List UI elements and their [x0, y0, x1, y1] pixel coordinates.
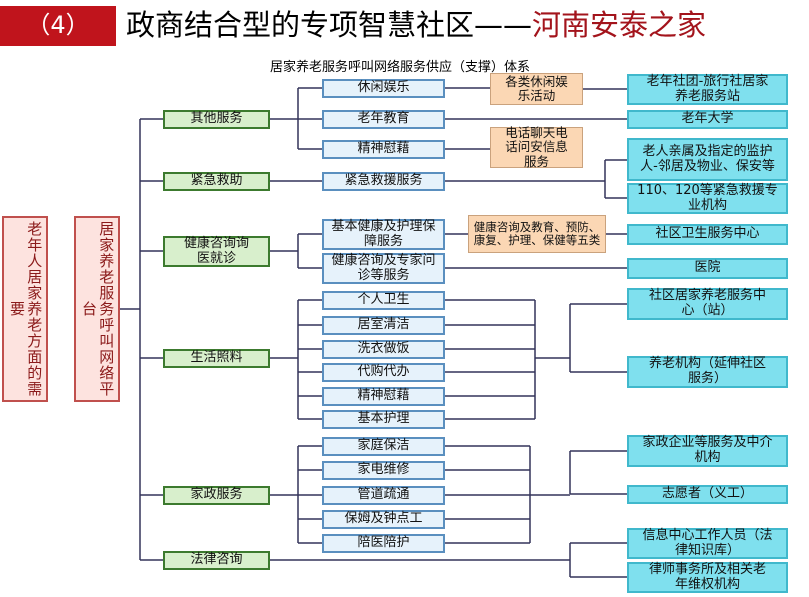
provider-box: 社区居家养老服务中心（站） [627, 288, 788, 320]
provider-box: 110、120等紧急救援专业机构 [627, 183, 788, 214]
category-box: 健康咨询询医就诊 [163, 236, 270, 267]
category-box: 其他服务 [163, 110, 270, 129]
provider-box: 老人亲属及指定的监护人-邻居及物业、保安等 [627, 138, 788, 181]
provider-box: 律师事务所及相关老年维权机构 [627, 562, 788, 593]
service-box: 老年教育 [322, 110, 445, 129]
service-box: 健康咨询及专家问诊等服务 [322, 253, 445, 284]
service-box: 休闲娱乐 [322, 79, 445, 98]
service-box: 精神慰藉 [322, 387, 445, 406]
root-platform-box: 居家养老服务呼叫网络平台 [74, 216, 120, 402]
service-box: 紧急救援服务 [322, 172, 445, 191]
provider-box: 家政企业等服务及中介机构 [627, 435, 788, 467]
service-box: 精神慰藉 [322, 140, 445, 159]
detail-box: 各类休闲娱乐活动 [490, 73, 583, 105]
detail-box: 健康咨询及教育、预防、康复、护理、保健等五类 [468, 215, 606, 253]
provider-box: 老年社团-旅行社居家养老服务站 [627, 74, 788, 105]
section-number-badge: （4） [0, 6, 116, 46]
service-box: 洗衣做饭 [322, 340, 445, 359]
category-box: 生活照料 [163, 349, 270, 368]
service-box: 管道疏通 [322, 486, 445, 505]
detail-box: 电话聊天电话问安信息服务 [490, 125, 583, 168]
category-box: 法律咨询 [163, 551, 270, 570]
category-box: 家政服务 [163, 486, 270, 505]
provider-box: 老年大学 [627, 110, 788, 129]
service-box: 保姆及钟点工 [322, 510, 445, 529]
service-box: 代购代办 [322, 363, 445, 382]
service-box: 基本护理 [322, 410, 445, 429]
page-title: 政商结合型的专项智慧社区——河南安泰之家 [126, 4, 706, 48]
root-need-box: 老年人居家养老方面的需要 [2, 216, 48, 402]
provider-box: 医院 [627, 258, 788, 279]
title-highlight: 河南安泰之家 [532, 8, 707, 43]
title-main: 政商结合型的专项智慧社区—— [126, 8, 533, 43]
provider-box: 志愿者（义工） [627, 485, 788, 504]
provider-box: 社区卫生服务中心 [627, 224, 788, 245]
service-box: 家庭保洁 [322, 437, 445, 456]
service-box: 个人卫生 [322, 291, 445, 310]
diagram-subtitle: 居家养老服务呼叫网络服务供应（支撑）体系 [269, 59, 530, 75]
provider-box: 信息中心工作人员（法律知识库） [627, 528, 788, 559]
service-box: 居室清洁 [322, 316, 445, 335]
provider-box: 养老机构（延伸社区服务） [627, 356, 788, 388]
service-box: 陪医陪护 [322, 534, 445, 553]
service-box: 基本健康及护理保障服务 [322, 219, 445, 250]
category-box: 紧急救助 [163, 172, 270, 191]
service-box: 家电维修 [322, 461, 445, 480]
